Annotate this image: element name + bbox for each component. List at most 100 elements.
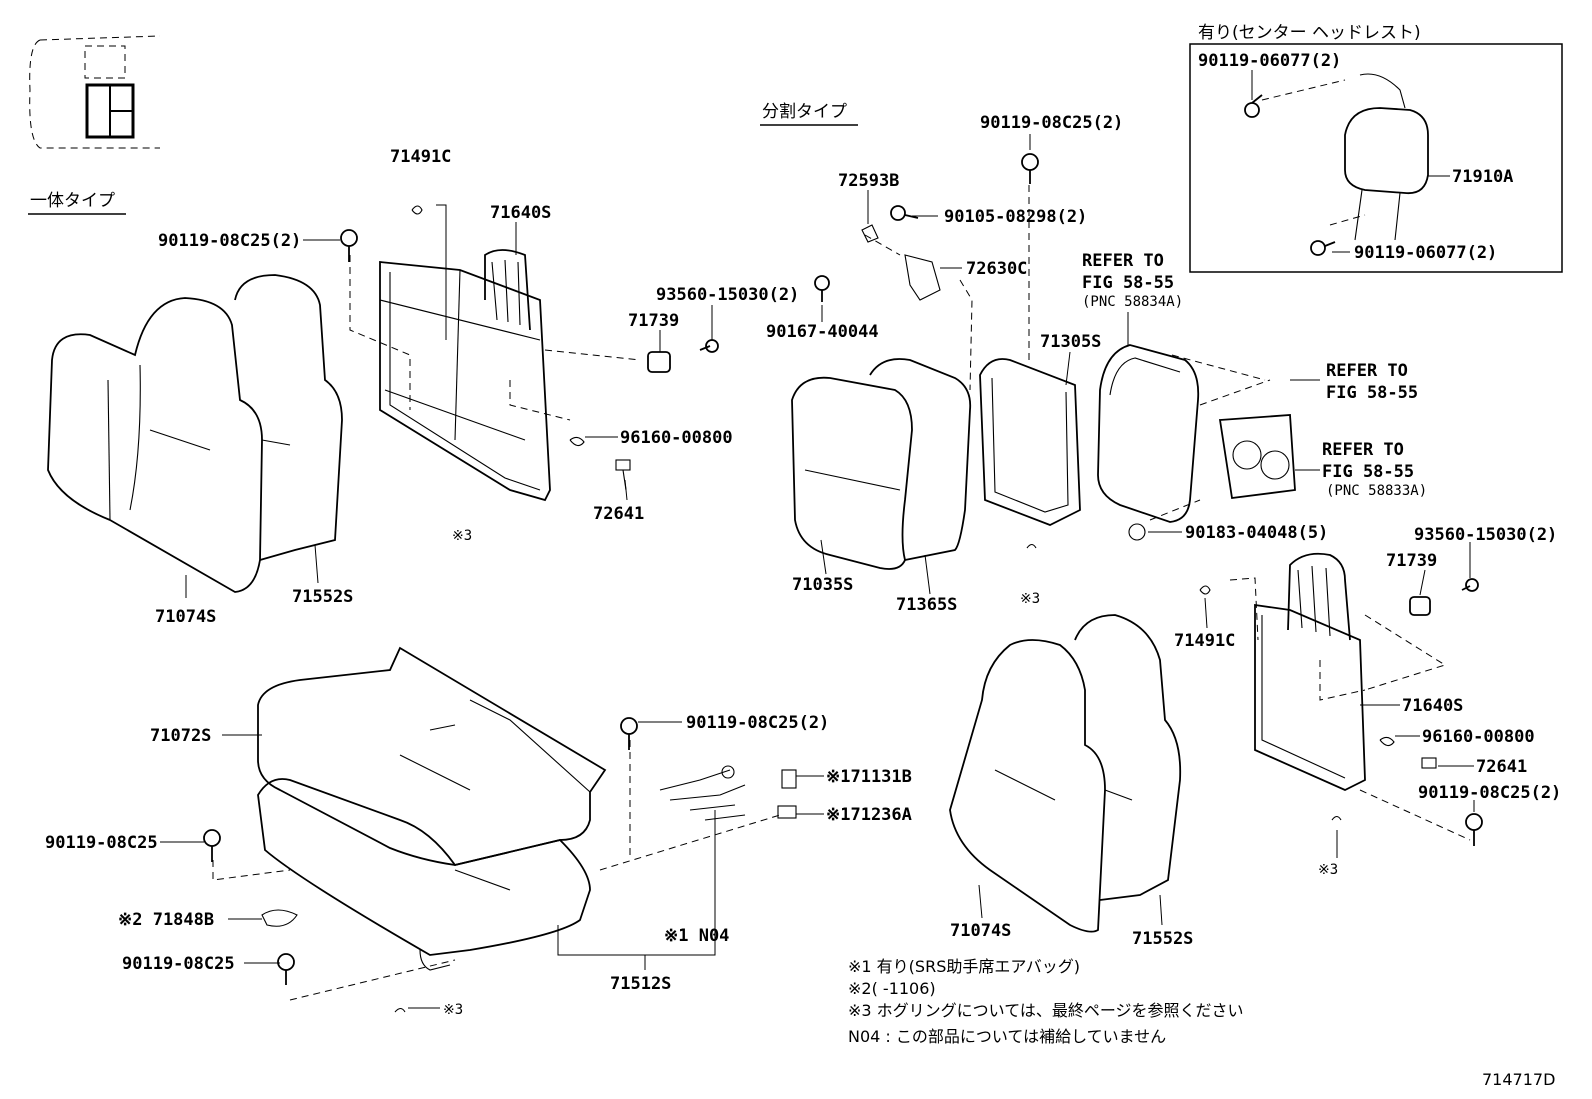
label-ref2-line1: REFER TO — [1326, 361, 1408, 381]
label-N04: ※1 N04 — [664, 926, 729, 946]
bolt-90167-icon — [814, 275, 830, 302]
seatback-pad-71552S-right — [1074, 614, 1182, 901]
seatback-pad-71552S-left — [234, 274, 343, 561]
hog-ring-icon-e — [1331, 815, 1342, 821]
clip-96160-icon-b — [1379, 736, 1395, 747]
label-note3-c: ※3 — [1020, 591, 1040, 607]
clip-96160-icon — [569, 436, 585, 447]
label-72641-b: 72641 — [1476, 757, 1527, 777]
seat-location-icon — [29, 35, 161, 149]
cover-71848B-icon — [261, 909, 298, 927]
bolt-90119-icon-f — [1465, 813, 1483, 846]
leader-lines — [160, 70, 1475, 1009]
pin-72641-icon-b — [1421, 757, 1437, 769]
nut-90183-icon — [1128, 523, 1146, 541]
footnote-1: ※1 有り(SRS助手席エアバッグ) — [848, 957, 1080, 976]
label-71035S: 71035S — [792, 575, 853, 595]
label-71491C-a: 71491C — [390, 147, 451, 167]
sensor-71131B-icon — [781, 769, 797, 789]
lock-72630C-icon — [904, 254, 941, 301]
seat-cushion-pad-71512S — [257, 778, 591, 971]
label-71236A: ※171236A — [826, 805, 912, 825]
header-center-headrest: 有り(センター ヘッドレスト) — [1198, 23, 1421, 43]
bolt-90119-icon-a — [340, 229, 358, 262]
hog-ring-icon-d — [1199, 585, 1211, 595]
bracket-72593B-icon — [861, 224, 879, 243]
label-90119-06077-2-b: 90119-06077(2) — [1354, 243, 1497, 263]
label-ref2-line2: FIG 58-55 — [1326, 383, 1418, 403]
label-90119-06077-2-a: 90119-06077(2) — [1198, 51, 1341, 71]
label-ref1-line2: FIG 58-55 — [1082, 273, 1174, 293]
bolt-90105-icon — [890, 205, 919, 221]
part-labels: 71491C 71640S 90119-08C25(2) 93560-15030… — [45, 51, 1561, 1018]
footnote-2: ※2( -1106) — [848, 979, 936, 998]
bolt-93560-icon-b — [1461, 578, 1479, 592]
seatback-cover-71074S-right — [949, 639, 1106, 933]
label-71491C-b: 71491C — [1174, 631, 1235, 651]
label-71739-b: 71739 — [1386, 551, 1437, 571]
label-93560-15030-2-a: 93560-15030(2) — [656, 285, 799, 305]
label-71552S-b: 71552S — [1132, 929, 1193, 949]
bushing-71739-icon-b — [1409, 596, 1431, 616]
bolt-90119-icon-e — [1021, 153, 1039, 184]
footnote-4: N04 : この部品については補給していません — [848, 1027, 1166, 1046]
footnotes: ※1 有り(SRS助手席エアバッグ) ※2( -1106) ※3 ホグリングにつ… — [848, 957, 1244, 1046]
label-note3-a: ※3 — [452, 528, 472, 544]
label-71640S-a: 71640S — [490, 203, 551, 223]
label-ref1-line1: REFER TO — [1082, 251, 1164, 271]
label-71552S-a: 71552S — [292, 587, 353, 607]
footnote-3: ※3 ホグリングについては、最終ページを参照ください — [848, 1001, 1244, 1020]
label-note3-d: ※3 — [1318, 862, 1338, 878]
label-72641-a: 72641 — [593, 504, 644, 524]
label-71640S-b: 71640S — [1402, 696, 1463, 716]
label-90167-40044: 90167-40044 — [766, 322, 879, 342]
label-90119-08C25-b: 90119-08C25 — [122, 954, 235, 974]
label-90183-04048-5: 90183-04048(5) — [1185, 523, 1328, 543]
headrest-71910A — [1344, 73, 1429, 241]
label-90119-08C25-2-d: 90119-08C25(2) — [1418, 783, 1561, 803]
label-ref3-line1: REFER TO — [1322, 440, 1404, 460]
label-71072S: 71072S — [150, 726, 211, 746]
seatback-frame-71640S-left — [379, 249, 551, 502]
label-71074S-b: 71074S — [950, 921, 1011, 941]
center-headrest-box — [1189, 43, 1563, 273]
seatback-board-58834A — [1097, 344, 1200, 523]
bolt-90119-06077-icon-a — [1244, 94, 1263, 118]
bolt-93560-icon — [699, 339, 719, 353]
label-90119-08C25-2-a: 90119-08C25(2) — [158, 231, 301, 251]
bolt-90119-06077-icon-b — [1310, 240, 1336, 256]
label-93560-15030-2-b: 93560-15030(2) — [1414, 525, 1557, 545]
seat-cushion-cover-71072S — [257, 646, 607, 866]
label-71305S: 71305S — [1040, 332, 1101, 352]
seatback-cover-71035S — [791, 376, 913, 570]
bolt-90119-icon-c — [277, 953, 295, 985]
label-71910A: 71910A — [1452, 167, 1513, 187]
label-note3-b: ※3 — [443, 1002, 463, 1018]
label-90119-08C25-a: 90119-08C25 — [45, 833, 158, 853]
label-72630C: 72630C — [966, 259, 1027, 279]
label-71848B: ※2 71848B — [118, 910, 214, 930]
seatback-cover-71074S-left — [47, 297, 263, 593]
label-71131B: ※171131B — [826, 767, 912, 787]
seatback-pad-71365S — [869, 358, 972, 561]
sensor-71236A-icon — [777, 805, 797, 819]
label-71739-a: 71739 — [628, 311, 679, 331]
label-96160-00800-b: 96160-00800 — [1422, 727, 1535, 747]
label-72593B: 72593B — [838, 171, 899, 191]
label-90105-08298-2: 90105-08298(2) — [944, 207, 1087, 227]
label-71512S: 71512S — [610, 974, 671, 994]
hog-ring-icon-b — [394, 1007, 406, 1013]
bolt-90119-icon-d — [620, 717, 638, 750]
label-ref3-line2: FIG 58-55 — [1322, 462, 1414, 482]
diagram-id: 714717D — [1482, 1070, 1555, 1089]
label-90119-08C25-2-b: 90119-08C25(2) — [686, 713, 829, 733]
label-90119-08C25-2-c: 90119-08C25(2) — [980, 113, 1123, 133]
label-96160-00800-a: 96160-00800 — [620, 428, 733, 448]
seatback-frame-71640S-right — [1254, 552, 1366, 791]
label-ref1-line3: (PNC 58834A) — [1082, 294, 1183, 310]
bushing-71739-icon — [647, 351, 671, 373]
label-ref3-line3: (PNC 58833A) — [1326, 483, 1427, 499]
hog-ring-icon-c — [1026, 543, 1037, 549]
label-71365S: 71365S — [896, 595, 957, 615]
